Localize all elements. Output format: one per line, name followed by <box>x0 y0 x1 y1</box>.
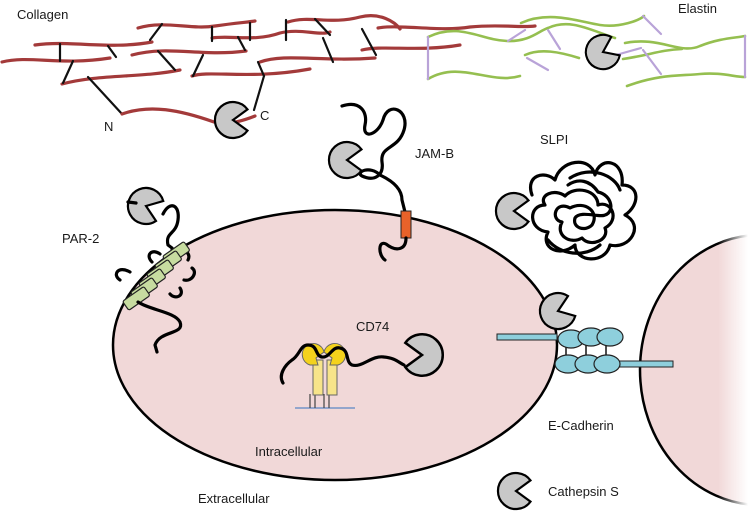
label-collagen: Collagen <box>17 7 68 22</box>
par-2-loops <box>114 247 197 299</box>
par-2-helices <box>122 241 190 311</box>
label-par-2: PAR-2 <box>62 231 99 246</box>
collagen-cleaved-strand <box>120 107 257 125</box>
legend <box>496 471 532 511</box>
label-n-terminus: N <box>104 119 113 134</box>
label-cd74: CD74 <box>356 319 389 334</box>
e-cadherin-stalk-right <box>617 360 674 368</box>
neighbor-cell-fade <box>718 230 748 517</box>
jam-b-protein <box>340 102 412 262</box>
e-cadherin-stalk-left <box>496 333 558 341</box>
cd74-mhc-complex <box>279 343 406 409</box>
cathepsin-s-par2 <box>121 181 167 229</box>
label-slpi: SLPI <box>540 132 568 147</box>
label-e-cadherin: E-Cadherin <box>548 418 614 433</box>
elastin-crosslinks <box>426 14 747 81</box>
mhc-class-ii <box>295 343 355 409</box>
jam-b-transmembrane <box>400 210 412 239</box>
label-extracellular: Extracellular <box>198 491 270 506</box>
label-intracellular: Intracellular <box>255 444 323 459</box>
e-cadherin-domains <box>554 327 624 374</box>
par-2-receptor <box>114 200 197 354</box>
e-cadherin-junction <box>496 327 674 374</box>
slpi-protein <box>528 160 638 261</box>
legend-cathepsin-s-icon <box>496 471 532 511</box>
label-c-terminus: C <box>260 108 269 123</box>
cathepsin-s-elastin <box>579 29 624 76</box>
cathepsin-s-slpi <box>494 191 530 231</box>
collagen-crosslinks <box>58 17 378 116</box>
label-elastin: Elastin <box>678 1 717 16</box>
label-jam-b: JAM-B <box>415 146 454 161</box>
collagen-network <box>0 14 537 125</box>
cathepsin-s-jamb <box>327 140 363 180</box>
legend-label-cathepsin-s: Cathepsin S <box>548 484 619 499</box>
cell-neighbor <box>638 230 748 517</box>
